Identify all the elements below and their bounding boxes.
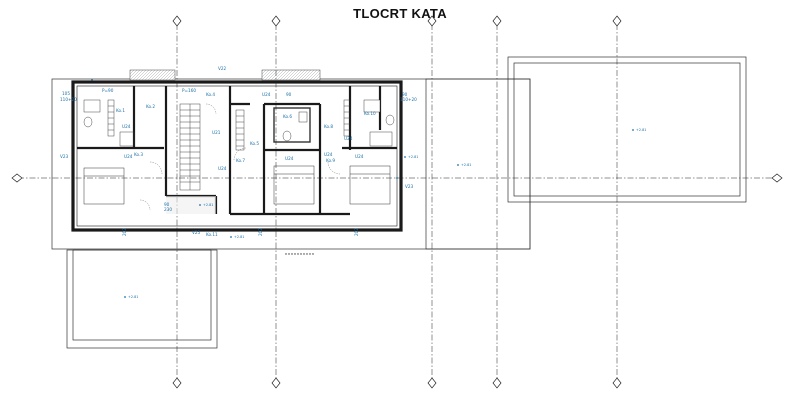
opening-tag: U24 bbox=[262, 92, 271, 97]
dimension-tag: 110+20 bbox=[400, 97, 417, 102]
opening-tag: V23 bbox=[405, 184, 414, 189]
level-mark: +2.81 bbox=[461, 163, 471, 167]
room-tag: Ko.6 bbox=[283, 114, 292, 119]
room-tag: Ko.9 bbox=[326, 158, 335, 163]
balcony-hatch bbox=[129, 69, 176, 81]
dimension-tag: 105 bbox=[62, 91, 70, 96]
balcony-hatch bbox=[261, 69, 321, 81]
opening-tag: V25 bbox=[192, 230, 201, 235]
annotation-dots bbox=[91, 79, 634, 298]
opening-tags: V22 V23 V23 V25 U21 U24 U24 U24 U24 U24 … bbox=[60, 66, 414, 235]
bathroom-fixtures bbox=[83, 99, 395, 147]
opening-tag: U24 bbox=[285, 156, 294, 161]
bed bbox=[349, 165, 391, 205]
east-terrace-outline bbox=[425, 78, 531, 250]
opening-tag: U24 bbox=[344, 136, 353, 141]
level-mark: +2.81 bbox=[408, 155, 418, 159]
level-mark: +2.81 bbox=[234, 235, 244, 239]
opening-tag: V23 bbox=[60, 154, 69, 159]
closets bbox=[107, 99, 351, 151]
opening-tag: U24 bbox=[355, 154, 364, 159]
corridor-fill bbox=[166, 196, 216, 214]
room-tag: Ko.1 bbox=[116, 108, 125, 113]
terrace-outlines bbox=[51, 56, 747, 349]
room-tag: Ko.3 bbox=[134, 152, 143, 157]
beds bbox=[83, 165, 391, 205]
axis-grid bbox=[18, 24, 780, 388]
dimension-tag: 202 bbox=[354, 228, 359, 236]
opening-tag: U24 bbox=[218, 166, 227, 171]
axis-markers bbox=[11, 15, 783, 389]
drawing-title: TLOCRT KATA bbox=[353, 6, 447, 21]
room-tag: Ko.8 bbox=[324, 124, 333, 129]
opening-tag: U24 bbox=[124, 154, 133, 159]
level-mark: +2.81 bbox=[203, 203, 213, 207]
dimension-tag: 90 bbox=[164, 202, 170, 207]
dimension-tag: 202 bbox=[122, 228, 127, 236]
dimension-tag: 202 bbox=[258, 228, 263, 236]
room-tag: Ko.2 bbox=[146, 104, 155, 109]
room-tag: Ko.4 bbox=[206, 92, 215, 97]
opening-tag: U24 bbox=[324, 152, 333, 157]
level-marks: +2.81 +2.81 +2.81 +2.81 +2.81 +2.81 bbox=[128, 128, 646, 299]
roof-slab-inner bbox=[513, 62, 741, 197]
dimension-tag: P=160 bbox=[182, 88, 196, 93]
roof-slab-outline bbox=[507, 56, 747, 203]
level-mark: +2.81 bbox=[128, 295, 138, 299]
level-mark: +2.81 bbox=[636, 128, 646, 132]
exterior-walls bbox=[71, 69, 403, 232]
dimension-tag: 110+20 bbox=[60, 97, 77, 102]
dimension-tag: 230 bbox=[164, 207, 172, 212]
gutter-dots bbox=[285, 253, 314, 255]
opening-tag: U24 bbox=[122, 124, 131, 129]
dimension-tag: P=90 bbox=[102, 88, 114, 93]
room-tags: Ko.1 Ko.2 Ko.3 Ko.4 Ko.5 Ko.6 Ko.7 Ko.8 … bbox=[116, 92, 376, 237]
dimension-tags: P=160 P=90 90 90 90 230 105 110+20 110+2… bbox=[60, 88, 417, 236]
opening-tag: U21 bbox=[212, 130, 221, 135]
room-tag: Ko.10 bbox=[364, 111, 376, 116]
lower-terrace-outline bbox=[66, 249, 218, 349]
room-tag: Ko.5 bbox=[250, 141, 259, 146]
staircase bbox=[179, 103, 201, 191]
dimension-tag: 90 bbox=[402, 92, 408, 97]
bed bbox=[273, 165, 315, 205]
room-tag: Ko.7 bbox=[236, 158, 245, 163]
exterior-wall bbox=[71, 80, 403, 232]
opening-tag: V22 bbox=[218, 66, 227, 71]
lower-terrace-inner bbox=[72, 249, 212, 341]
dimension-tag: 90 bbox=[286, 92, 292, 97]
room-tag: Ko.11 bbox=[206, 232, 218, 237]
bed bbox=[83, 167, 125, 205]
door-swings bbox=[139, 103, 341, 211]
exterior-wall-inner-line bbox=[76, 85, 398, 227]
